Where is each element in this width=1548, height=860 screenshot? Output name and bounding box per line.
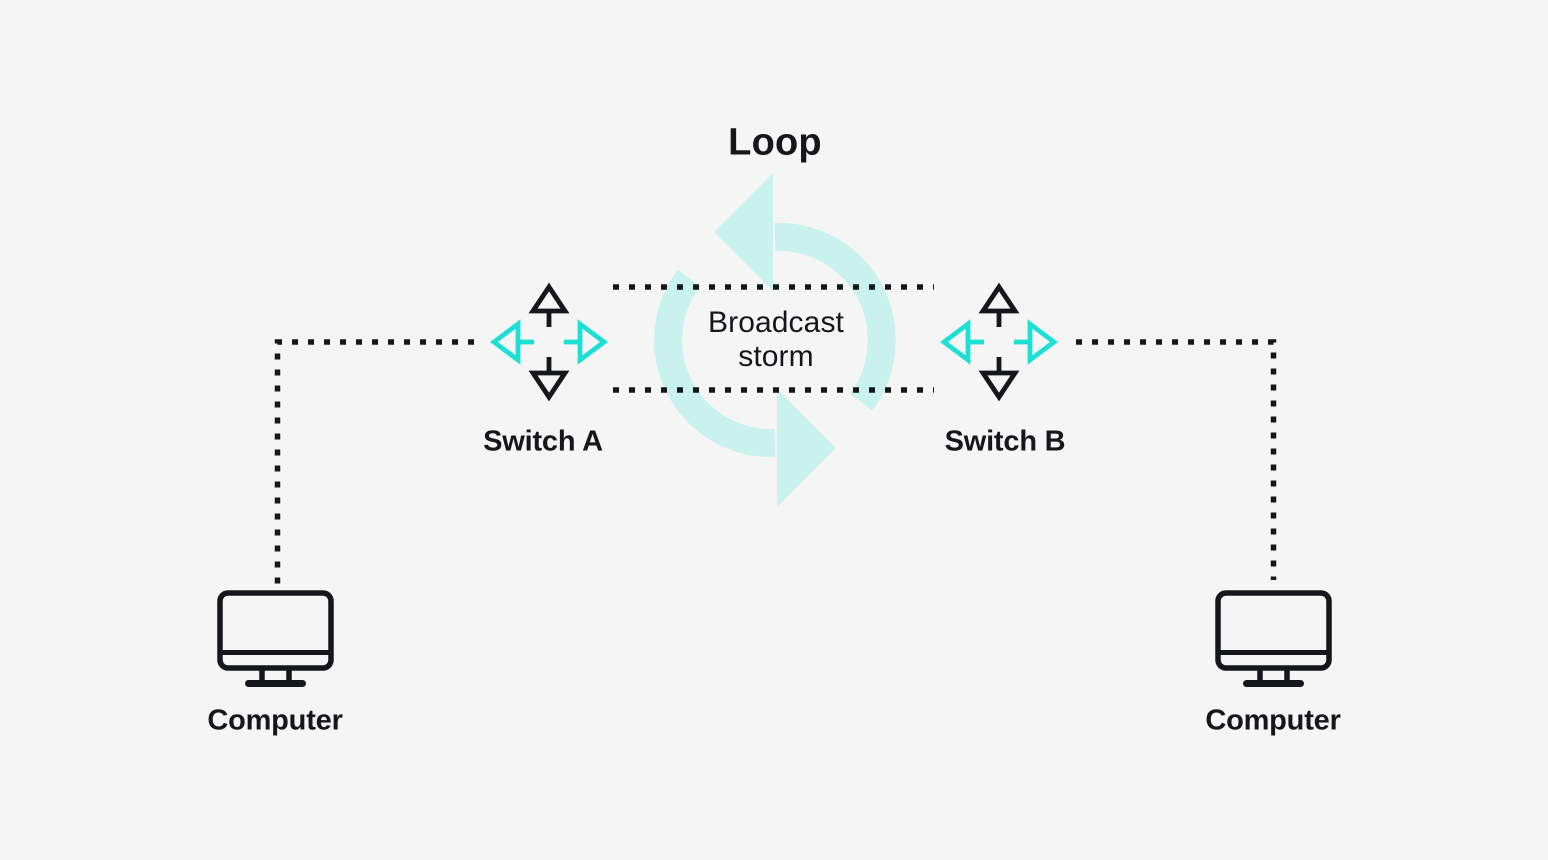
computer-right-label: Computer <box>1205 704 1341 737</box>
computer-left-label: Computer <box>207 704 343 737</box>
diagram-title: Loop <box>728 121 822 164</box>
computer-left-icon <box>220 593 331 684</box>
link-switch-b-to-computer-right <box>1076 339 1277 580</box>
link-computer-left-to-switch-a <box>274 339 474 586</box>
switch-a-label: Switch A <box>483 425 603 458</box>
switch-b-label: Switch B <box>944 425 1066 458</box>
switch-b-icon <box>944 287 1054 397</box>
computer-right-icon <box>1218 593 1329 684</box>
broadcast-storm-label: Broadcast storm <box>708 306 844 373</box>
switch-a-icon <box>494 287 604 397</box>
